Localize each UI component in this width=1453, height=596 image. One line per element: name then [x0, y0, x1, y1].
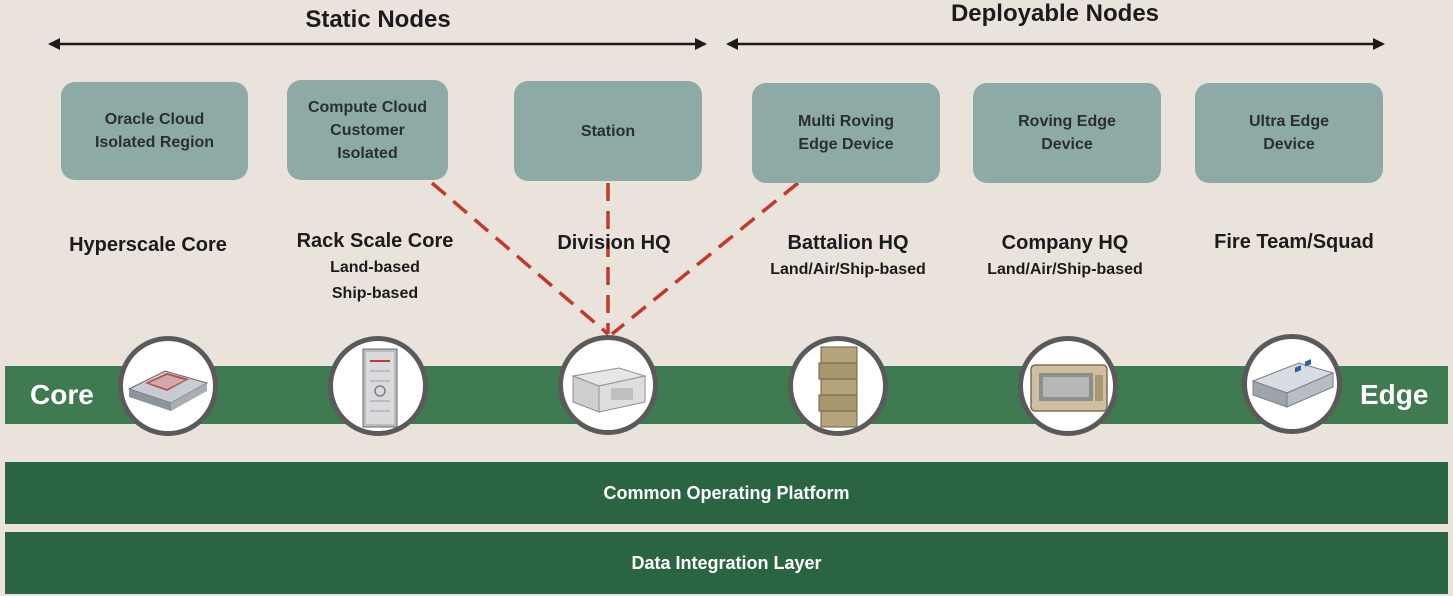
node-compute-cloud-customer-isolated: Compute Cloud Customer Isolated [287, 80, 448, 180]
tier-fire-team-squad: Fire Team/Squad [1184, 228, 1404, 256]
tier-rack-scale-core: Rack Scale Core Land-based Ship-based [275, 227, 475, 307]
tier-subtitle: Land-based [330, 259, 420, 276]
core-edge-band [5, 366, 1448, 424]
static-nodes-title: Static Nodes [305, 6, 451, 33]
node-ultra-edge-device: Ultra Edge Device [1195, 83, 1383, 183]
edge-label: Edge [1360, 379, 1429, 410]
tier-title: Hyperscale Core [69, 234, 227, 256]
tier-title: Fire Team/Squad [1214, 231, 1374, 253]
tier-title: Battalion HQ [787, 232, 909, 254]
compact-server-icon [1242, 334, 1342, 434]
server-chassis-icon [118, 336, 218, 436]
tier-title: Division HQ [557, 232, 671, 254]
stacked-cases-icon [788, 336, 888, 436]
node-station: Station [514, 81, 702, 181]
common-operating-platform-layer: Common Operating Platform [5, 462, 1448, 524]
deployable-nodes-title: Deployable Nodes [950, 0, 1160, 27]
tier-title: Company HQ [1001, 232, 1129, 254]
node-multi-roving-edge-device: Multi Roving Edge Device [752, 83, 940, 183]
tier-division-hq: Division HQ [514, 229, 714, 257]
tier-battalion-hq: Battalion HQ Land/Air/Ship-based [733, 229, 963, 283]
tier-subtitle: Land/Air/Ship-based [770, 261, 926, 278]
rack-cabinet-icon [328, 336, 428, 436]
tier-title: Rack Scale Core [296, 230, 454, 252]
roving-edge-case-icon [1018, 336, 1118, 436]
core-label: Core [30, 379, 94, 410]
tier-company-hq: Company HQ Land/Air/Ship-based [950, 229, 1180, 283]
tier-subtitle: Ship-based [331, 285, 419, 302]
data-integration-layer: Data Integration Layer [5, 532, 1448, 594]
tier-subtitle: Land/Air/Ship-based [987, 261, 1143, 278]
tier-hyperscale-core: Hyperscale Core [48, 231, 248, 259]
rugged-case-icon [558, 335, 658, 435]
node-oracle-cloud-isolated-region: Oracle Cloud Isolated Region [61, 82, 248, 180]
node-roving-edge-device: Roving Edge Device [973, 83, 1161, 183]
